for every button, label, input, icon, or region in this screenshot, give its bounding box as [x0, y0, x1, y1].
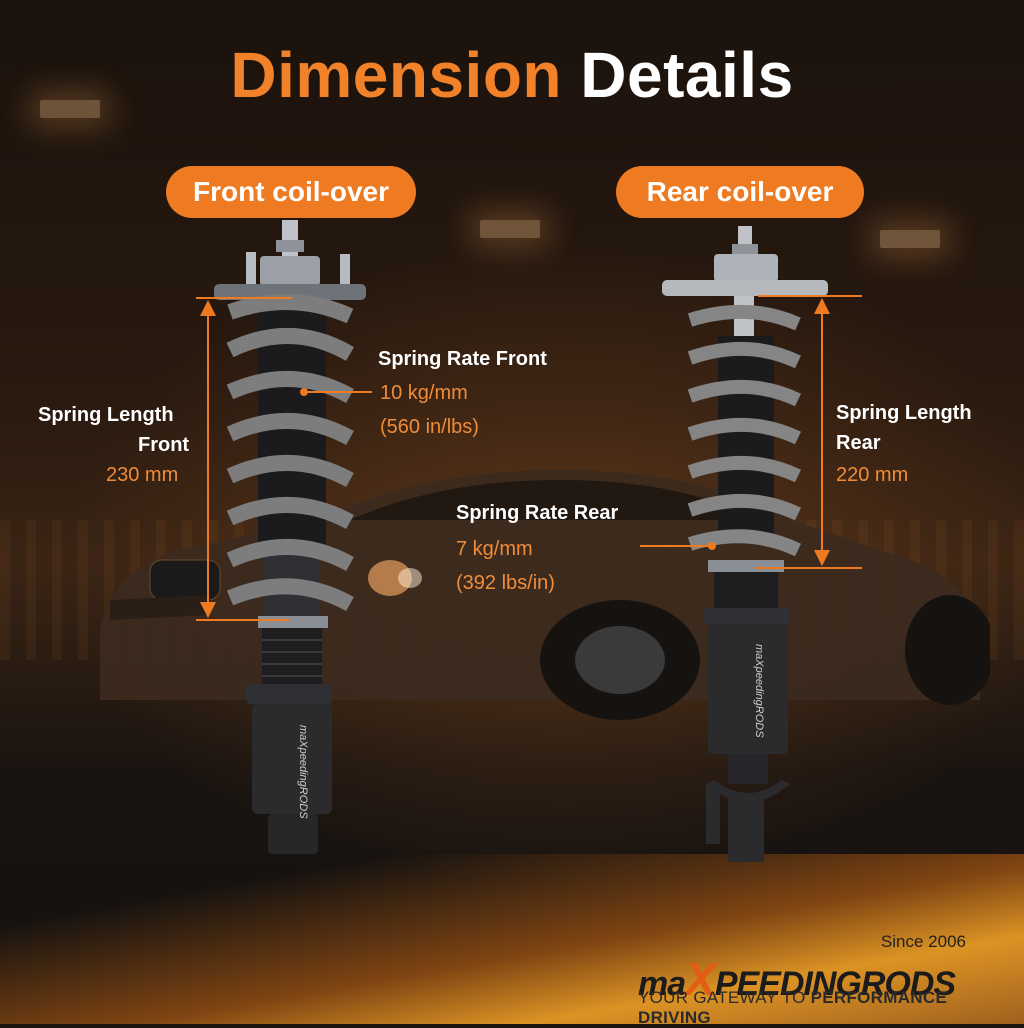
- stadium-light-right: [880, 230, 940, 248]
- rear-spring-rate-label: Spring Rate Rear: [456, 502, 619, 524]
- title-word-dimension: Dimension: [230, 39, 562, 111]
- front-spring-length-label-line2: Front: [138, 434, 190, 456]
- front-brand-text: maXpeedingRODS: [297, 725, 309, 819]
- front-spring-length-value: 230 mm: [106, 464, 179, 486]
- title-word-details: Details: [580, 39, 794, 111]
- rear-arrow-top: [814, 298, 830, 314]
- tagline-pre: YOUR GATEWAY TO: [638, 988, 811, 1007]
- front-spring-rate-value: 10 kg/mm: [380, 382, 468, 404]
- logo-wordmark: maXPEEDINGRODS: [638, 952, 956, 1006]
- rear-rate-dot: [708, 542, 716, 550]
- brand-logo: Since 2006 maXPEEDINGRODS YOUR GATEWAY T…: [638, 932, 978, 1027]
- front-coilover-pill: Front coil-over: [166, 166, 416, 218]
- front-arrow-top: [200, 300, 216, 316]
- front-spring-rate-imperial: (560 in/lbs): [380, 416, 479, 438]
- page-title: Dimension Details: [0, 38, 1024, 112]
- rear-coilover-image: maXpeedingRODS: [662, 226, 828, 862]
- front-rate-dot: [300, 388, 308, 396]
- logo-brand-post: PEEDINGRODS: [714, 965, 956, 1003]
- rear-arrow-bottom: [814, 550, 830, 566]
- tagline-bold: PERFORMANCE DRIVING: [638, 988, 948, 1027]
- logo-tagline: YOUR GATEWAY TO PERFORMANCE DRIVING: [638, 988, 978, 1028]
- since-text: Since 2006: [880, 932, 966, 951]
- logo-brand-pre: ma: [638, 965, 686, 1003]
- front-spring-rate-label: Spring Rate Front: [378, 348, 547, 370]
- rear-spring-length-value: 220 mm: [836, 464, 909, 486]
- rear-brand-text: maXpeedingRODS: [753, 644, 765, 738]
- front-coilover-image: maXpeedingRODS: [214, 220, 366, 854]
- stadium-light-left: [40, 100, 100, 118]
- front-arrow-bottom: [200, 602, 216, 618]
- rear-spring-rate-value: 7 kg/mm: [456, 538, 533, 560]
- rear-spring-length-label-line1: Spring Length: [836, 402, 972, 424]
- front-spring-length-label-line1: Spring Length: [38, 404, 174, 426]
- rear-coilover-pill: Rear coil-over: [616, 166, 864, 218]
- road-light-streaks: [0, 854, 1024, 1024]
- rear-spring-length-label-line2: Rear: [836, 432, 881, 454]
- rear-spring-rate-imperial: (392 lbs/in): [456, 572, 555, 594]
- stadium-light-center: [480, 220, 540, 238]
- logo-brand-x: X: [685, 953, 716, 1005]
